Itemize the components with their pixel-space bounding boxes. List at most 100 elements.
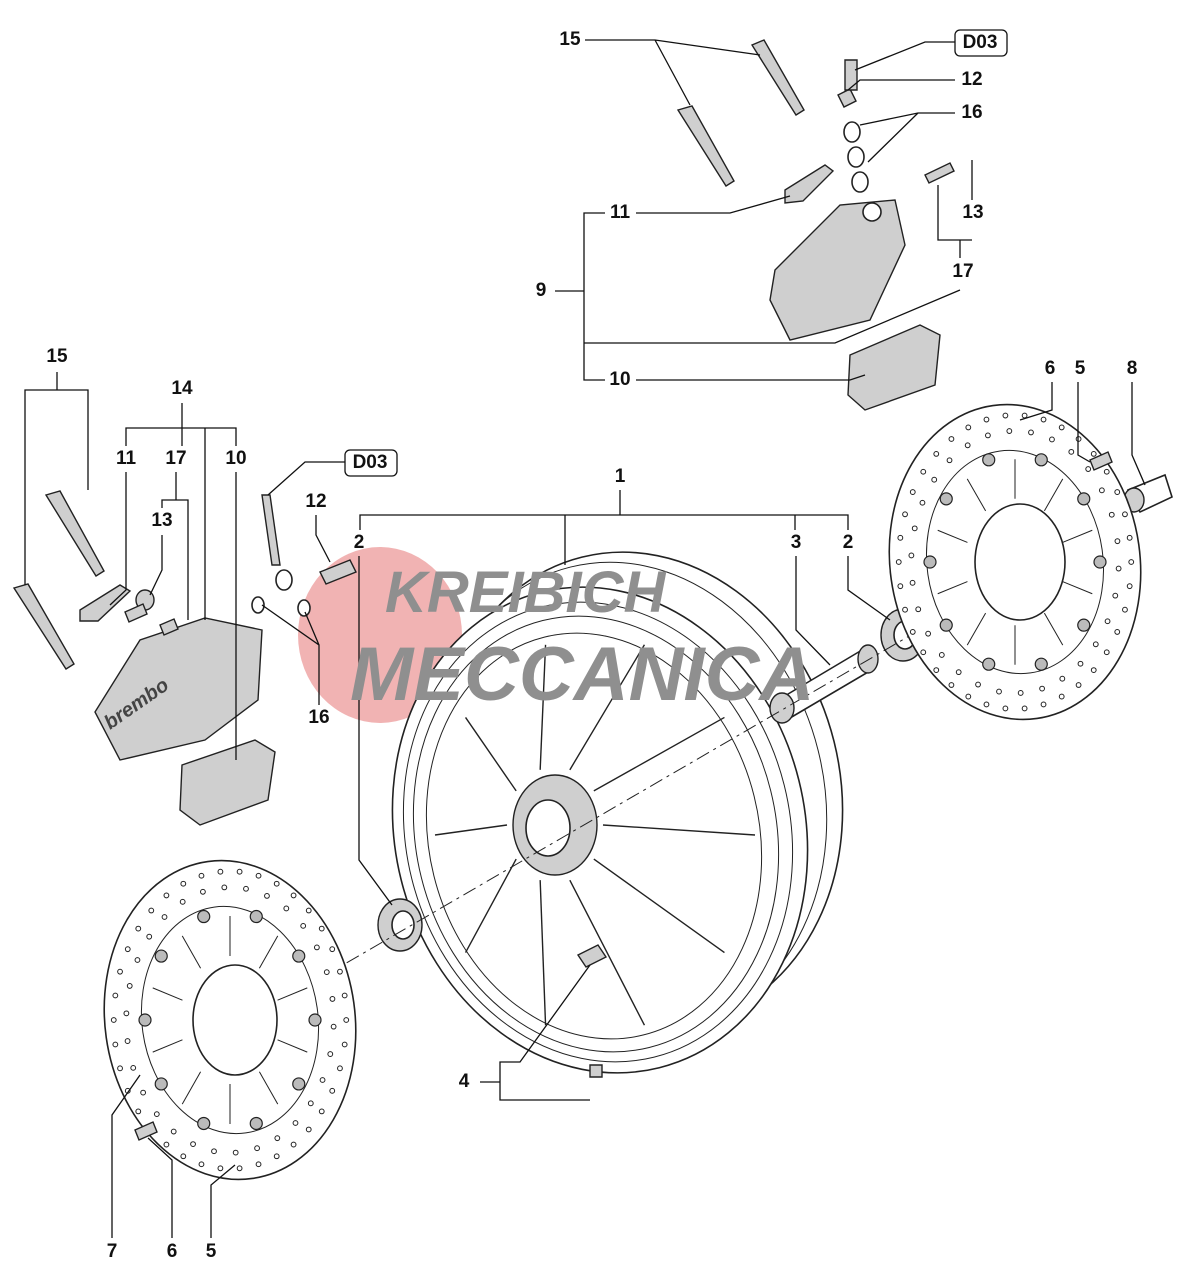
disc-hole: [217, 1165, 224, 1172]
disc-hole: [1115, 565, 1122, 572]
disc-hole: [329, 946, 336, 953]
disc-hole: [161, 914, 168, 920]
rotor-arm: [1043, 612, 1064, 646]
rotor-bobbin: [308, 1013, 322, 1027]
callout-10: 10: [225, 448, 246, 469]
rotor-arm: [966, 612, 987, 646]
disc-hole: [153, 1111, 160, 1118]
disc-hole: [329, 996, 336, 1002]
rotor-arm: [152, 987, 183, 1001]
disc-hole: [1040, 416, 1047, 423]
callout-5: 5: [206, 1241, 217, 1262]
disc-hole: [946, 457, 953, 464]
rotor-arm: [937, 581, 968, 595]
disc-hole: [264, 893, 270, 899]
disc-hole: [964, 442, 971, 449]
wheel-spoke: [593, 716, 725, 792]
rotor-arm: [1062, 581, 1093, 595]
rotor-arm: [1043, 478, 1064, 512]
callout-13: 13: [962, 202, 983, 223]
disc-hole: [318, 1108, 325, 1115]
disc-hole: [1090, 450, 1097, 457]
disc-hole: [290, 1141, 297, 1148]
disc-hole: [307, 1100, 314, 1107]
disc-hole: [1068, 448, 1075, 455]
disc-hole: [1103, 649, 1110, 656]
callout-9: 9: [536, 280, 547, 301]
disc-hole: [292, 1120, 299, 1126]
disc-hole: [965, 424, 972, 431]
disc-hole: [180, 1153, 187, 1160]
rotor-arm: [152, 1039, 183, 1053]
disc-hole: [925, 630, 932, 637]
disc-hole: [124, 946, 131, 953]
wheel-spoke: [464, 717, 517, 792]
disc-hole: [955, 669, 962, 676]
disc-hole: [163, 1141, 170, 1148]
brake-pad-left: [179, 739, 276, 826]
disc-hole: [965, 693, 972, 700]
disc-hole: [933, 667, 940, 674]
disc-hole: [909, 489, 916, 495]
disc-hole: [163, 892, 170, 899]
disc-hole: [126, 983, 133, 989]
disc-hole: [305, 907, 312, 914]
disc-hole: [273, 880, 280, 887]
disc-hole: [243, 885, 249, 892]
callout-7: 7: [107, 1241, 118, 1262]
rotor-arm: [181, 935, 202, 969]
disc-hole: [110, 1017, 117, 1023]
brake-pad-top: [847, 324, 941, 411]
watermark-logo: KREIBICH MECCANICA: [350, 560, 814, 717]
disc-hole: [948, 436, 955, 442]
wheel-spoke: [569, 644, 646, 771]
callout-labels: 15 D03 12 16 13 11 9 17 10 6 5 8 15 14 1…: [46, 29, 1137, 1262]
disc-hole: [190, 1141, 196, 1147]
disc-hole: [341, 1041, 348, 1048]
callout-4: 4: [459, 1071, 470, 1092]
spacer-8: [1123, 473, 1173, 514]
callout-13: 13: [151, 510, 172, 531]
disc-hole: [1114, 489, 1121, 495]
rotor-bobbin: [982, 657, 996, 671]
disc-hole: [1006, 428, 1013, 434]
rotor-arm: [966, 478, 987, 512]
disc-hole: [236, 1165, 243, 1172]
leader-lines: [24, 39, 1146, 1238]
disc-hole: [909, 629, 916, 635]
disc-hole: [1002, 705, 1009, 712]
disc-hole: [1075, 682, 1082, 688]
disc-hole: [221, 884, 228, 891]
disc-hole: [255, 872, 262, 879]
rotor-bobbin: [923, 555, 937, 569]
disc-hole: [254, 1145, 260, 1152]
disc-hole: [124, 1038, 131, 1044]
disc-hole: [305, 1126, 312, 1133]
callout-1: 1: [615, 466, 626, 487]
disc-hole: [236, 868, 243, 875]
watermark-line2: MECCANICA: [350, 632, 814, 717]
rotor-bobbin: [1077, 492, 1091, 506]
callout-2: 2: [354, 532, 365, 553]
disc-hole: [1103, 468, 1110, 475]
disc-hole: [327, 1051, 334, 1057]
rotor-bobbin: [1034, 657, 1048, 671]
disc-hole: [1122, 606, 1128, 613]
disc-hole: [341, 992, 348, 999]
valve: [576, 944, 608, 1078]
callout-14: 14: [171, 378, 193, 399]
callout-8: 8: [1127, 358, 1138, 379]
disc-hole: [897, 583, 904, 590]
callout-10: 10: [609, 369, 630, 390]
callout-12: 12: [305, 491, 326, 512]
disc-hole: [179, 898, 186, 905]
callout-17: 17: [952, 261, 973, 282]
disc-hole: [337, 1065, 343, 1072]
wheel-spoke: [434, 824, 508, 836]
rotor-bobbin: [197, 1116, 211, 1131]
disc-hole: [996, 688, 1002, 695]
disc-hole: [232, 1149, 239, 1156]
disc-hole: [1058, 693, 1065, 700]
disc-hole: [117, 968, 123, 975]
